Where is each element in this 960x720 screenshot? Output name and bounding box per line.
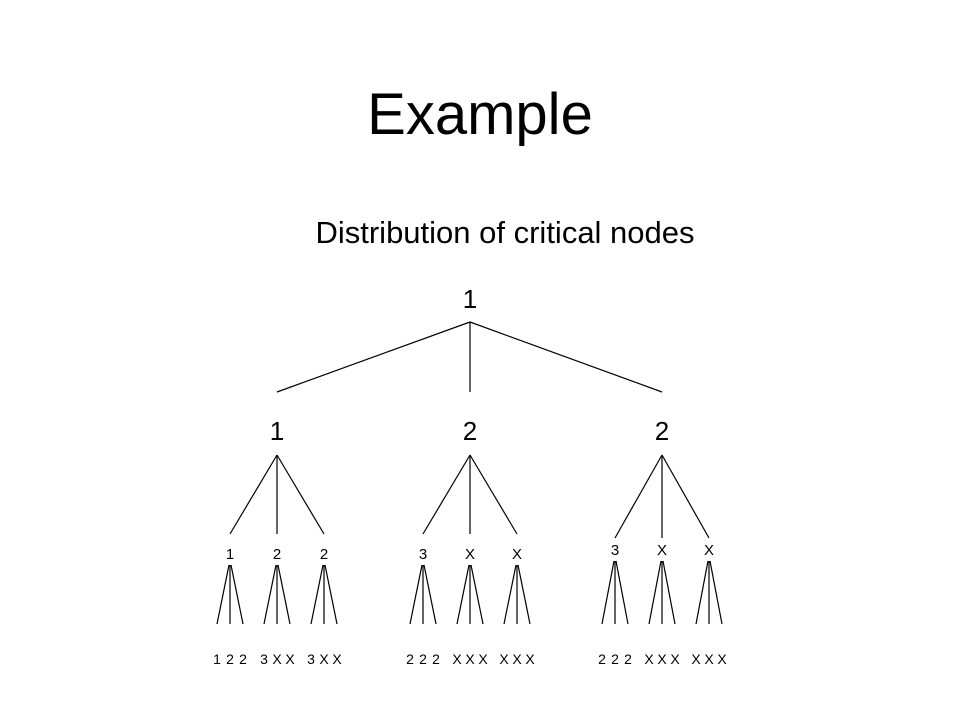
tree-edge <box>503 564 517 625</box>
tree-edge <box>614 454 663 539</box>
diagram-subtitle: Distribution of critical nodes <box>315 215 694 250</box>
leaf-node-label: X <box>657 651 667 667</box>
level2-node-label: X <box>704 542 714 559</box>
tree-edge <box>470 564 484 625</box>
leaf-node-label: X <box>670 651 680 667</box>
tree-edge <box>310 564 324 625</box>
level1-node-label: 1 <box>270 416 284 446</box>
tree-edge <box>229 454 278 535</box>
leaf-node-label: X <box>285 651 295 667</box>
leaf-node-label: X <box>499 651 509 667</box>
tree-edge <box>409 564 423 625</box>
tree-edge <box>601 560 615 625</box>
tree-edge <box>276 321 471 393</box>
level1-node-label: 2 <box>463 416 477 446</box>
tree-edge <box>662 560 676 625</box>
level2-node-label: X <box>465 546 475 563</box>
slide-title: Example <box>367 82 593 147</box>
level2-node-label: 2 <box>320 546 328 563</box>
leaf-node-label: 2 <box>226 651 234 667</box>
tree-edge <box>695 560 709 625</box>
leaf-node-label: 2 <box>419 651 427 667</box>
level2-node-label: 3 <box>419 546 427 563</box>
leaf-node-label: X <box>319 651 329 667</box>
leaf-node-label: X <box>717 651 727 667</box>
leaf-node-label: X <box>644 651 654 667</box>
leaf-node-label: 3 <box>307 651 315 667</box>
tree-edge <box>517 564 531 625</box>
tree-edge <box>615 560 629 625</box>
level2-node-label: X <box>512 546 522 563</box>
leaf-node-label: X <box>512 651 522 667</box>
leaf-node-label: X <box>332 651 342 667</box>
tree-edge <box>709 560 723 625</box>
level2-node-label: X <box>657 542 667 559</box>
root-node-label: 1 <box>463 284 477 314</box>
leaf-node-label: 3 <box>260 651 268 667</box>
leaf-node-label: X <box>272 651 282 667</box>
tree-edge <box>230 564 244 625</box>
leaf-node-label: X <box>704 651 714 667</box>
tree-edge <box>648 560 662 625</box>
tree-edge <box>324 564 338 625</box>
tree-edge <box>469 321 663 393</box>
leaf-node-label: 2 <box>611 651 619 667</box>
leaf-node-label: 2 <box>239 651 247 667</box>
tree-edge <box>469 454 518 535</box>
tree-edge <box>456 564 470 625</box>
level2-node-label: 2 <box>273 546 281 563</box>
leaf-node-label: X <box>478 651 488 667</box>
tree-edge <box>661 454 710 539</box>
leaf-node-label: 1 <box>213 651 221 667</box>
leaf-node-label: 2 <box>406 651 414 667</box>
tree-edges <box>216 321 723 625</box>
tree-edge <box>216 564 230 625</box>
tree-edge <box>277 564 291 625</box>
leaf-node-label: 2 <box>624 651 632 667</box>
leaf-node-label: X <box>452 651 462 667</box>
leaf-node-label: X <box>525 651 535 667</box>
leaf-node-label: X <box>691 651 701 667</box>
tree-edge <box>276 454 325 535</box>
leaf-node-label: X <box>465 651 475 667</box>
level1-node-label: 2 <box>655 416 669 446</box>
leaf-node-label: 2 <box>432 651 440 667</box>
level2-node-label: 3 <box>611 542 619 559</box>
tree-edge <box>422 454 471 535</box>
leaf-node-label: 2 <box>598 651 606 667</box>
tree-edge <box>423 564 437 625</box>
tree-edge <box>263 564 277 625</box>
level2-node-label: 1 <box>226 546 234 563</box>
